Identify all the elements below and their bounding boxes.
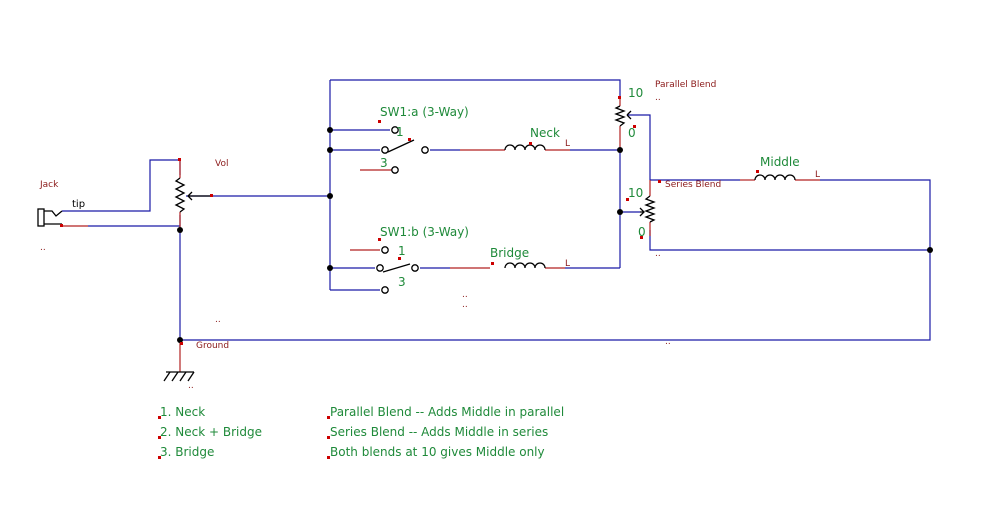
parallel-blend-label: Parallel Blend — [655, 80, 716, 90]
bridge-l-label: L — [565, 259, 570, 269]
switch-sw1b — [376, 246, 419, 294]
component-leads — [62, 98, 820, 372]
ground-return-ref-label: .. — [665, 337, 671, 347]
vol-label: Vol — [215, 159, 228, 169]
jack-label: Jack — [39, 180, 59, 190]
series-blend-min-label: 0 — [638, 225, 646, 239]
sw1a-pos1-label: 1 — [396, 125, 404, 139]
legend-position-3: 3. Bridge — [160, 445, 214, 459]
sw1b-ref2-label: .. — [462, 300, 468, 310]
legend-note-2: Series Blend -- Adds Middle in series — [330, 425, 548, 439]
schematic-labels: Jack tip .. Vol Ground .. .. SW1:a (3-Wa… — [39, 80, 820, 391]
wires — [62, 79, 931, 341]
middle-l-label: L — [815, 170, 820, 180]
legend-position-2: 2. Neck + Bridge — [160, 425, 262, 439]
middle-label: Middle — [760, 155, 800, 169]
parallel-blend-max-label: 10 — [628, 86, 643, 100]
neck-label: Neck — [530, 126, 560, 140]
ground-symbol-ref-label: .. — [188, 381, 194, 391]
neck-pickup-coil — [504, 144, 546, 151]
bridge-pickup-coil — [504, 262, 546, 269]
parallel-blend-ref-label: .. — [655, 93, 661, 103]
sw1b-label: SW1:b (3-Way) — [380, 225, 469, 239]
switch-position-legend: 1. Neck 2. Neck + Bridge 3. Bridge — [160, 405, 262, 459]
sw1b-pos1-label: 1 — [398, 244, 406, 258]
sw1b-pos3-label: 3 — [398, 275, 406, 289]
jack-ref-label: .. — [40, 243, 46, 253]
legend-position-1: 1. Neck — [160, 405, 205, 419]
series-blend-ref-label: .. — [655, 249, 661, 259]
legend-note-3: Both blends at 10 gives Middle only — [330, 445, 545, 459]
ground-ref-label: .. — [215, 315, 221, 325]
junction-nodes — [177, 127, 933, 343]
bridge-label: Bridge — [490, 246, 529, 260]
ground-symbol — [163, 371, 195, 382]
series-blend-label: Series Blend — [665, 180, 721, 190]
neck-l-label: L — [565, 139, 570, 149]
sw1a-pos3-label: 3 — [380, 156, 388, 170]
ground-label: Ground — [196, 341, 229, 351]
sw1b-ref-label: .. — [462, 290, 468, 300]
pin-markers — [60, 96, 759, 459]
volume-pot — [174, 177, 212, 213]
parallel-blend-min-label: 0 — [628, 126, 636, 140]
blend-notes-legend: Parallel Blend -- Adds Middle in paralle… — [330, 405, 564, 459]
switch-sw1a — [381, 126, 429, 174]
legend-note-1: Parallel Blend -- Adds Middle in paralle… — [330, 405, 564, 419]
parallel-blend-pot — [614, 105, 632, 127]
middle-pickup-coil — [754, 174, 796, 181]
series-blend-pot — [639, 195, 656, 223]
output-jack — [37, 208, 63, 227]
series-blend-max-label: 10 — [628, 186, 643, 200]
tip-label: tip — [72, 199, 85, 210]
sw1a-label: SW1:a (3-Way) — [380, 105, 469, 119]
